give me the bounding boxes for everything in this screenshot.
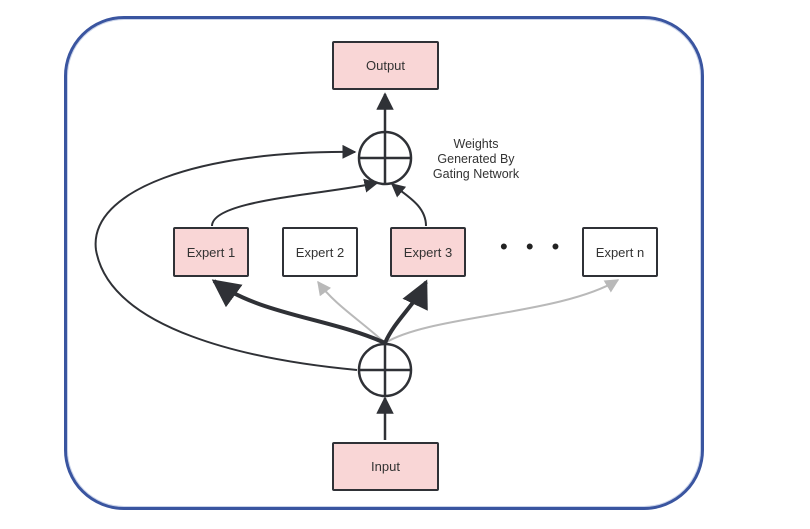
- expert-3-box: Expert 3: [390, 227, 466, 277]
- expert-1-to-sum-arrow: [211, 178, 379, 227]
- expert-1-box: Expert 1: [173, 227, 249, 277]
- arrow-to-expert-2: [317, 280, 386, 344]
- weights-caption: Weights Generated By Gating Network: [414, 137, 538, 182]
- top-sum-node: [357, 130, 413, 186]
- weights-caption-line-2: Generated By: [437, 152, 515, 166]
- diagram-frame: [64, 16, 704, 510]
- weights-caption-line-3: Gating Network: [432, 167, 520, 181]
- arrow-to-expert-3: [383, 279, 428, 344]
- input-box: Input: [332, 442, 439, 491]
- more-experts-ellipsis: • • •: [500, 234, 566, 259]
- arrow-to-expert-1: [211, 279, 386, 345]
- weights-caption-line-1: Weights: [453, 137, 499, 151]
- arrow-to-expert-n: [384, 279, 620, 344]
- expert-n-box: Expert n: [582, 227, 658, 277]
- bottom-sum-node: [357, 342, 413, 398]
- residual-loop-arrow: [94, 144, 358, 371]
- expert-3-to-sum-arrow: [390, 183, 427, 227]
- expert-2-box: Expert 2: [282, 227, 358, 277]
- output-box: Output: [332, 41, 439, 90]
